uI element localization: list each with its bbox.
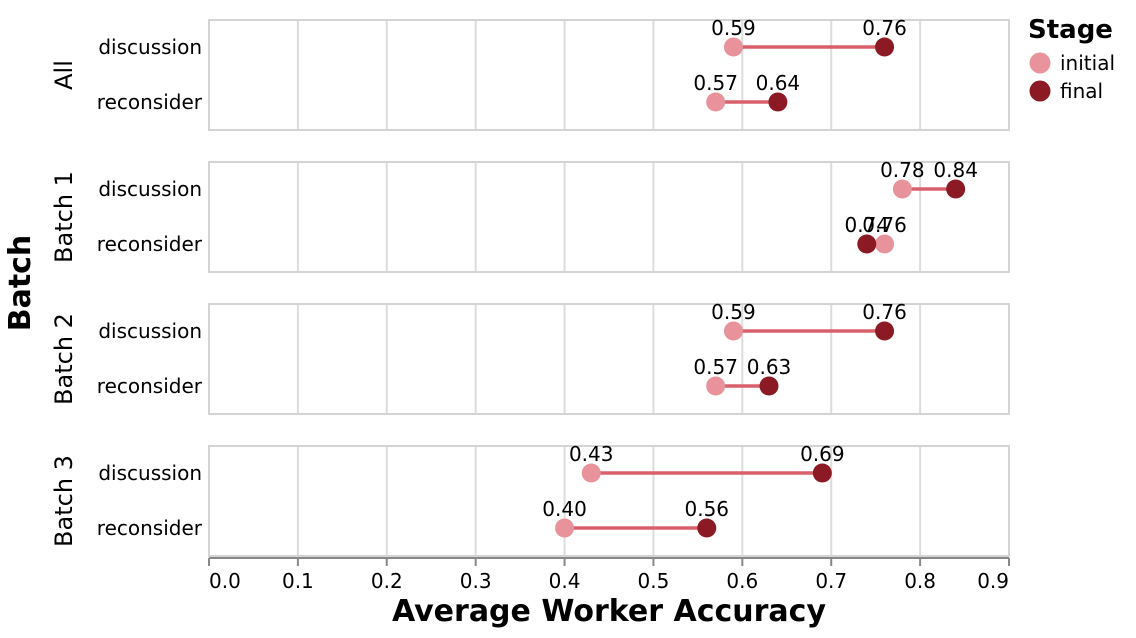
x-axis-title: Average Worker Accuracy — [392, 594, 826, 629]
final-value-label: 0.76 — [862, 16, 907, 40]
category-label: discussion — [98, 461, 202, 485]
x-tick-label: 0.9 — [977, 569, 1009, 593]
final-value-label: 0.56 — [685, 497, 730, 521]
category-label: reconsider — [97, 516, 203, 540]
initial-value-label: 0.57 — [693, 355, 738, 379]
final-point — [946, 179, 966, 199]
category-label: reconsider — [97, 90, 203, 114]
facet-panel: Batch 2 discussion 0.59 0.76 reconsider 0.57 0… — [50, 300, 1010, 415]
x-tick-label: 0.7 — [815, 569, 847, 593]
initial-value-label: 0.40 — [542, 497, 587, 521]
facet-panels: All discussion 0.59 0.76 reconsider 0.57 0.64B… — [50, 16, 1010, 557]
panel-frame — [208, 445, 1010, 557]
facet-panel: Batch 3 discussion 0.43 0.69 reconsider 0.40 0… — [50, 442, 1010, 557]
initial-point — [581, 463, 601, 483]
x-tick-label: 0.3 — [460, 569, 492, 593]
final-point — [875, 37, 895, 57]
x-axis: 0.0 0.1 0.2 0.3 0.4 0.5 0.6 0.7 0.8 0.9 — [208, 557, 1010, 593]
final-value-label: 0.76 — [862, 300, 907, 324]
category-label: discussion — [98, 177, 202, 201]
y-axis-title: Batch — [3, 235, 38, 332]
final-value-label: 0.69 — [800, 442, 845, 466]
legend-title: Stage — [1028, 15, 1113, 45]
legend: Stage initial final — [1028, 15, 1115, 103]
legend-label: initial — [1060, 51, 1115, 75]
facet-label: Batch 2 — [50, 313, 78, 405]
initial-point — [723, 321, 743, 341]
x-tick-label: 0.6 — [726, 569, 758, 593]
panel-frame — [208, 161, 1010, 273]
x-tick-label: 0.2 — [371, 569, 403, 593]
initial-point — [706, 92, 726, 112]
x-tick-label: 0.5 — [638, 569, 670, 593]
x-tick-label: 0.0 — [209, 569, 241, 593]
initial-value-label: 0.43 — [569, 442, 614, 466]
final-point — [812, 463, 832, 483]
x-tick-label: 0.1 — [282, 569, 314, 593]
final-point — [759, 376, 779, 396]
final-point — [875, 321, 895, 341]
initial-value-label: 0.59 — [711, 16, 756, 40]
legend-label: final — [1060, 79, 1103, 103]
category-label: discussion — [98, 35, 202, 59]
initial-value-label: 0.57 — [693, 71, 738, 95]
facet-label: Batch 1 — [50, 171, 78, 263]
initial-point — [892, 179, 912, 199]
initial-value-label: 0.76 — [862, 213, 907, 237]
facet-label: All — [50, 60, 78, 90]
legend-swatch — [1029, 80, 1051, 102]
final-point — [857, 234, 877, 254]
final-point — [697, 518, 717, 538]
x-tick-label: 0.8 — [904, 569, 936, 593]
facet-label: Batch 3 — [50, 455, 78, 547]
final-point — [768, 92, 788, 112]
final-value-label: 0.74 — [845, 213, 890, 237]
panel-frame — [208, 303, 1010, 415]
initial-point — [706, 376, 726, 396]
facet-panel: All discussion 0.59 0.76 reconsider 0.57 0.64 — [50, 16, 1010, 131]
initial-point — [723, 37, 743, 57]
initial-value-label: 0.78 — [880, 158, 925, 182]
final-value-label: 0.64 — [756, 71, 801, 95]
category-label: reconsider — [97, 232, 203, 256]
initial-point — [875, 234, 895, 254]
final-value-label: 0.63 — [747, 355, 792, 379]
category-label: reconsider — [97, 374, 203, 398]
legend-swatch — [1029, 52, 1051, 74]
facet-panel: Batch 1 discussion 0.78 0.84 reconsider 0.760… — [50, 158, 1010, 273]
x-tick-label: 0.4 — [549, 569, 581, 593]
initial-point — [555, 518, 575, 538]
panel-frame — [208, 19, 1010, 131]
final-value-label: 0.84 — [933, 158, 978, 182]
category-label: discussion — [98, 319, 202, 343]
initial-value-label: 0.59 — [711, 300, 756, 324]
